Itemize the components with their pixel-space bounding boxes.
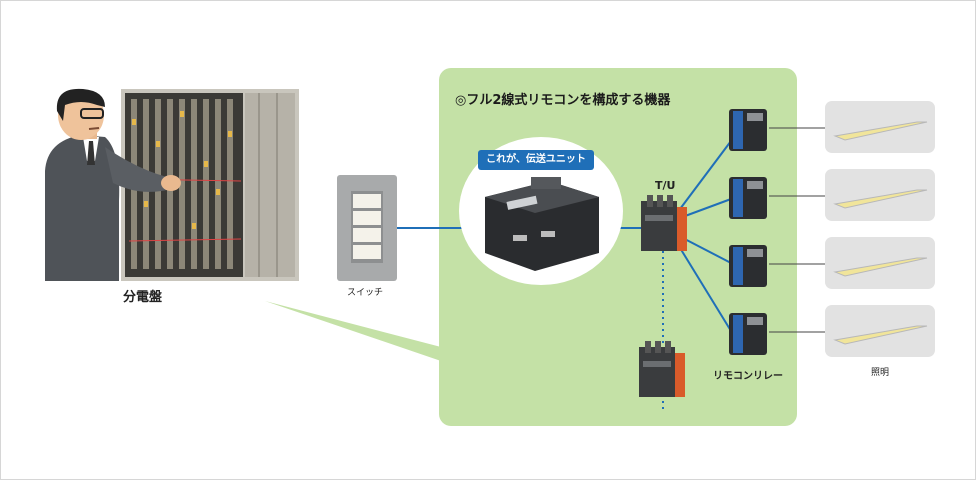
tu-device-lower (639, 341, 685, 397)
switch-label: スイッチ (347, 288, 384, 298)
remote-relay-1 (729, 109, 767, 151)
distribution-board-label: 分電盤 (123, 290, 163, 305)
transmission-unit (459, 137, 623, 285)
tu-label: T/U (655, 179, 676, 192)
remote-relay-label: リモコンリレー (713, 371, 783, 382)
light-fixture-3 (825, 237, 935, 289)
remote-relay-4 (729, 313, 767, 355)
light-fixture-2 (825, 169, 935, 221)
transmission-unit-callout: これが、伝送ユニット (478, 150, 594, 170)
lighting-label: 照明 (871, 368, 890, 378)
light-fixture-4 (825, 305, 935, 357)
panel-title: ◎フル2線式リモコンを構成する機器 (455, 93, 671, 108)
wall-switch (337, 175, 397, 281)
relay-to-light-wires (769, 127, 827, 333)
remote-relay-3 (729, 245, 767, 287)
tu-device (641, 195, 687, 251)
worker-illustration (45, 88, 181, 281)
remote-relay-2 (729, 177, 767, 219)
light-fixture-1 (825, 101, 935, 153)
